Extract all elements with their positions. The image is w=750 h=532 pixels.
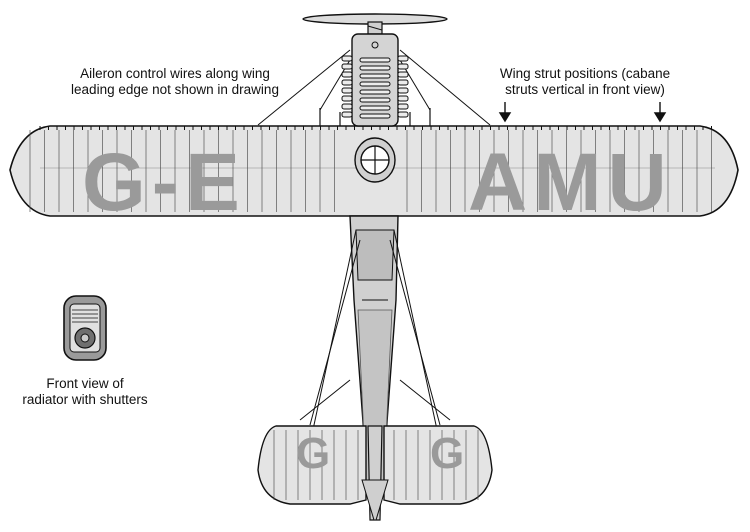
cockpit [354,137,396,183]
aileron-wires-note-line-1: Aileron control wires along wing [80,66,270,81]
tail-registration-left: G [296,429,330,478]
tailplane: G G [257,425,493,521]
wing-registration-right: AMU [468,137,673,228]
aileron-wires-note-line-2: leading edge not shown in drawing [71,82,279,97]
radiator-note: Front view of radiator with shutters [10,376,160,408]
radiator-note-line-1: Front view of [46,376,124,391]
propeller [302,13,448,35]
wing-strut-note-line-2: struts vertical in front view) [505,82,665,97]
wing-registration-left: G-E [82,137,246,228]
interplane-struts [319,108,431,126]
strut-position-arrows [498,102,667,123]
radiator-front-view [63,295,107,361]
radiator-note-line-2: radiator with shutters [22,392,148,407]
engine [341,33,409,127]
aileron-wires-note: Aileron control wires along wing leading… [35,66,315,98]
tail-registration-right: G [430,429,464,478]
wing-strut-note: Wing strut positions (cabane struts vert… [470,66,700,98]
wing-strut-note-line-1: Wing strut positions (cabane [499,66,671,81]
